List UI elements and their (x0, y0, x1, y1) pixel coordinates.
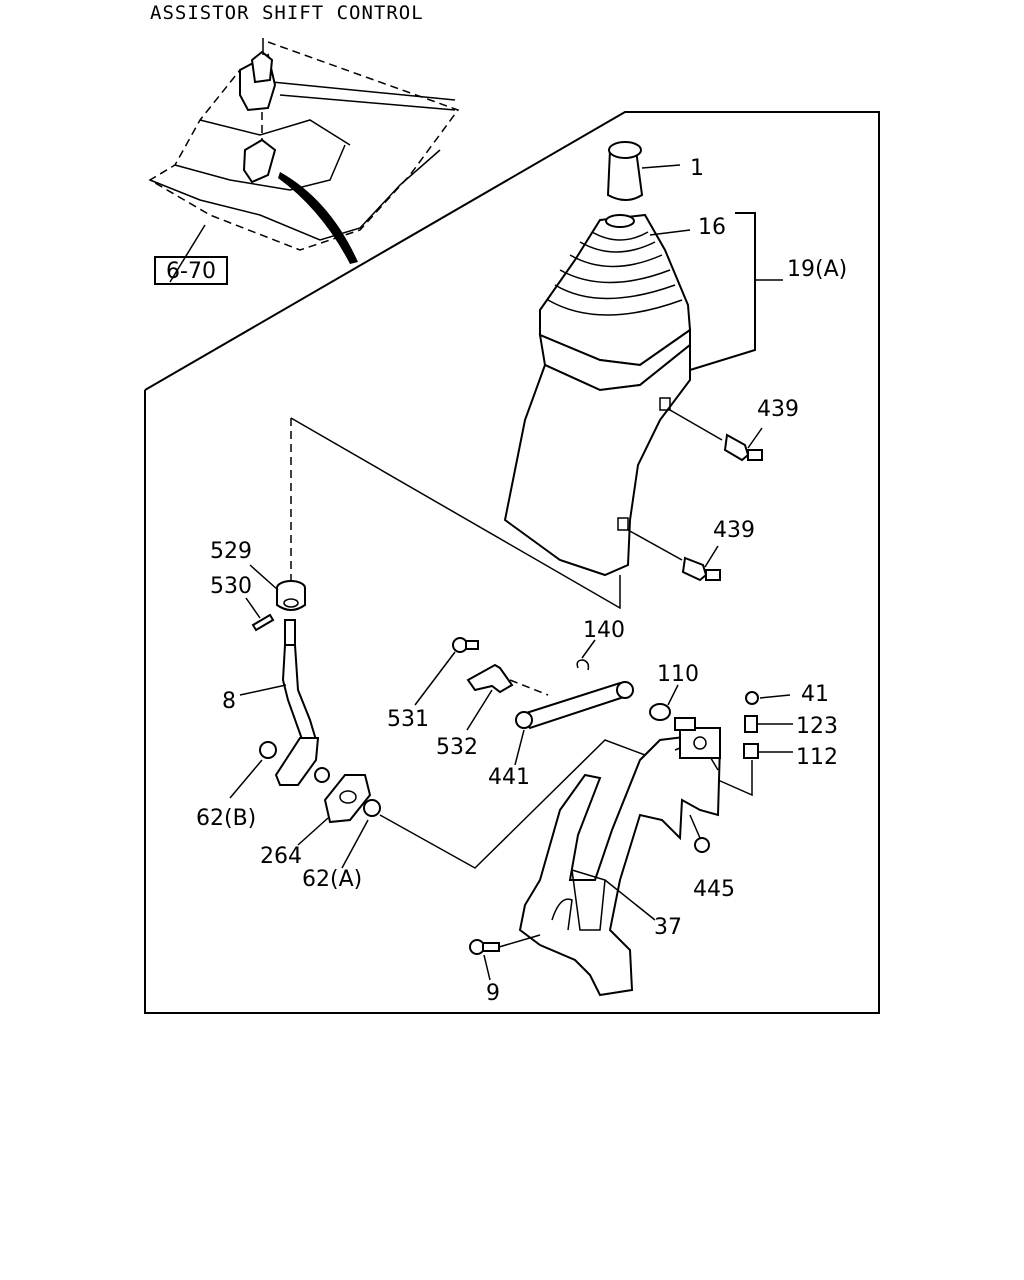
bracket-532 (466, 663, 549, 731)
overview-boot (250, 50, 274, 84)
bolt-439-upper (669, 409, 763, 462)
ball-62a (341, 799, 381, 869)
callout-112: 112 (796, 745, 838, 770)
callout-1: 1 (690, 156, 704, 181)
callout-37: 37 (654, 915, 682, 940)
bolt-9 (469, 934, 541, 981)
lever-housing-part (503, 328, 691, 577)
callout-62a: 62(A) (302, 867, 362, 892)
pin-530 (245, 597, 275, 632)
callout-19a: 19(A) (787, 257, 847, 282)
overview-pointer-arrow (278, 172, 358, 264)
base-bracket-37 (518, 717, 722, 997)
link-arm-441 (514, 681, 634, 766)
callout-445: 445 (693, 877, 735, 902)
callout-531: 531 (387, 707, 429, 732)
callout-123: 123 (796, 714, 838, 739)
callout-110: 110 (657, 662, 699, 687)
callout-140: 140 (583, 618, 625, 643)
bushing-112 (717, 743, 793, 797)
callout-8: 8 (222, 689, 236, 714)
callout-264: 264 (260, 844, 302, 869)
callout-441: 441 (488, 765, 530, 790)
callout-532: 532 (436, 735, 478, 760)
lever-knob-part (606, 141, 681, 201)
reference-box-label: 6-70 (166, 259, 216, 284)
cab-floor-overview (148, 38, 460, 283)
shift-boot-part (539, 213, 692, 367)
washer-110 (649, 684, 679, 721)
callout-439-upper: 439 (757, 397, 799, 422)
shift-lever-8 (229, 619, 330, 799)
callout-9: 9 (486, 981, 500, 1006)
plate-264 (297, 774, 372, 846)
ball-62b (259, 741, 277, 759)
callout-529: 529 (210, 539, 252, 564)
callout-62b: 62(B) (196, 806, 256, 831)
callout-16: 16 (698, 215, 726, 240)
bolt-531 (414, 637, 479, 706)
overview-bracket (242, 138, 277, 184)
collar-123 (744, 715, 793, 733)
callout-530: 530 (210, 574, 252, 599)
bolt-439-lower (627, 529, 721, 582)
main-diagram-frame (144, 111, 880, 1014)
diagram-title: ASSISTOR SHIFT CONTROL (150, 2, 424, 24)
nut-41 (745, 691, 791, 705)
callout-41: 41 (801, 682, 829, 707)
bushing-529 (249, 564, 306, 611)
nut-445 (689, 814, 710, 853)
clip-140 (576, 639, 596, 671)
reference-box: 6-70 (154, 256, 228, 285)
callout-439-lower: 439 (713, 518, 755, 543)
bracket-19a (689, 212, 756, 371)
